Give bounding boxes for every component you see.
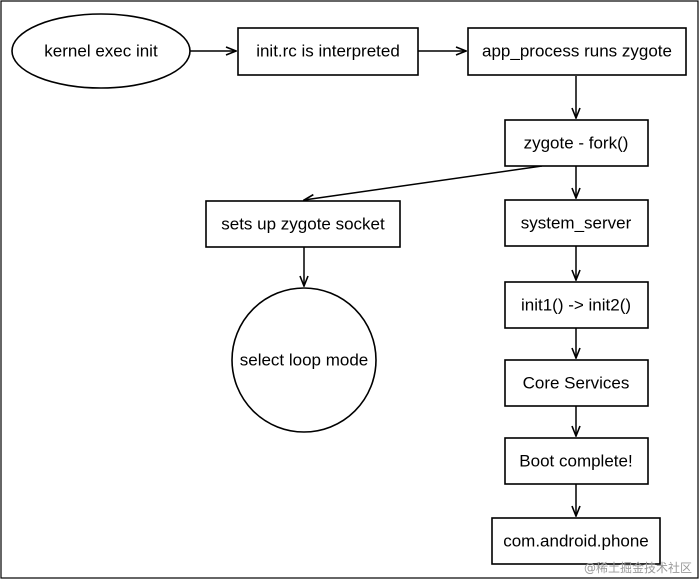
node-zygote-fork: zygote - fork() <box>504 119 649 167</box>
watermark-text: @稀土掘金技术社区 <box>584 560 692 575</box>
node-initrc: init.rc is interpreted <box>237 27 419 76</box>
node-init12-label: init1() -> init2() <box>521 296 631 315</box>
node-core-services-label: Core Services <box>523 374 630 393</box>
node-socket-label: sets up zygote socket <box>221 215 385 234</box>
node-core-services: Core Services <box>504 359 649 407</box>
node-boot-complete-label: Boot complete! <box>519 452 632 471</box>
node-boot-complete: Boot complete! <box>504 437 649 485</box>
node-app-process-label: app_process runs zygote <box>482 42 672 61</box>
node-system-server: system_server <box>504 199 649 247</box>
node-app-process: app_process runs zygote <box>467 27 687 76</box>
node-kernel: kernel exec init <box>11 13 191 89</box>
node-socket: sets up zygote socket <box>205 200 401 248</box>
node-system-server-label: system_server <box>521 214 632 233</box>
node-kernel-label: kernel exec init <box>44 42 158 61</box>
arrow-zygote-fork-to-socket <box>304 165 543 200</box>
node-zygote-fork-label: zygote - fork() <box>524 134 629 153</box>
node-initrc-label: init.rc is interpreted <box>256 42 400 61</box>
node-phone: com.android.phone <box>491 517 661 565</box>
node-select-loop: select loop mode <box>231 287 377 433</box>
node-init12: init1() -> init2() <box>504 281 649 329</box>
node-phone-label: com.android.phone <box>503 532 649 551</box>
node-select-loop-label: select loop mode <box>240 351 369 370</box>
